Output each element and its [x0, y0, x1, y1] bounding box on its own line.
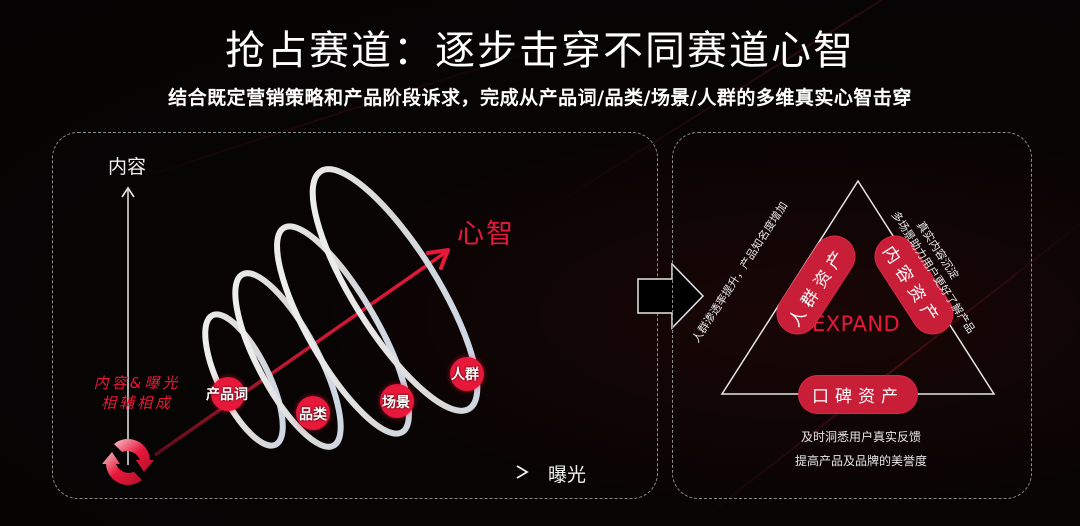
stage-node-scenario [380, 384, 414, 418]
stage-node-product-word [211, 377, 245, 411]
synergy-line-2: 相辅相成 [100, 394, 173, 412]
x-axis-label: 曝光 [548, 464, 587, 486]
page-subtitle: 结合既定营销策略和产品阶段诉求，完成从产品词/品类/场景/人群的多维真实心智击穿 [168, 87, 912, 109]
refresh-cycle-icon [102, 438, 154, 486]
asset-desc-reputation-2: 提高产品及品牌的美誉度 [794, 454, 927, 468]
stage-label-category: 品类 [299, 407, 327, 423]
strategy-panel [52, 132, 658, 499]
stage-node-audience [450, 357, 484, 391]
stage-label-scenario: 场景 [382, 395, 410, 411]
page-title: 抢占赛道：逐步击穿不同赛道心智 [225, 28, 855, 74]
synergy-text: 内容&曝光 相辅相成 [82, 373, 192, 413]
stage-label-audience: 人群 [451, 367, 479, 383]
asset-pill-reputation: 口碑资产 [799, 376, 917, 413]
asset-expand-panel [672, 132, 1032, 499]
y-axis-label: 内容 [108, 156, 147, 178]
asset-label-reputation: 口碑资产 [812, 387, 904, 407]
synergy-line-1: 内容&曝光 [93, 374, 181, 392]
asset-desc-reputation-1: 及时洞悉用户真实反馈 [800, 430, 921, 444]
mind-label: 心智 [457, 219, 515, 250]
stage-label-product-word: 产品词 [206, 387, 248, 403]
expand-label: EXPAND [812, 312, 901, 336]
stage-node-category [296, 396, 330, 430]
